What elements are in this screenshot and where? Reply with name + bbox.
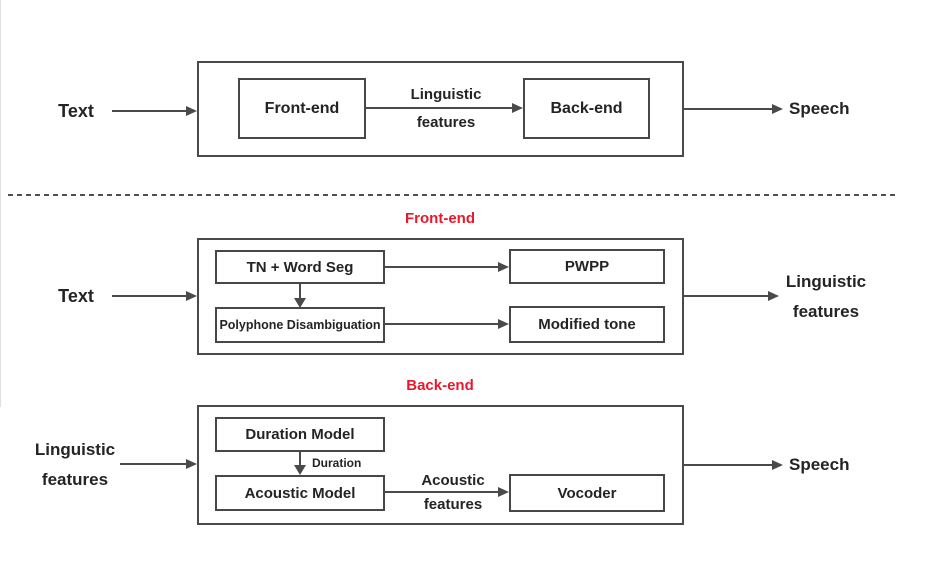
duration-model-box: Duration Model bbox=[215, 417, 385, 452]
arrowhead-tn-to-pwpp bbox=[498, 262, 509, 272]
arrow-text-to-overview bbox=[112, 110, 189, 112]
polyphone-disambiguation-label: Polyphone Disambiguation bbox=[219, 318, 381, 332]
arrowhead-acoustic-model-to-vocoder bbox=[498, 487, 509, 497]
vocoder-label: Vocoder bbox=[557, 484, 617, 502]
frontend-output-label-line1: Linguistic bbox=[785, 272, 867, 291]
arrowhead-overview-to-speech bbox=[772, 104, 783, 114]
section-divider-dotted-line bbox=[8, 194, 896, 196]
overview-frontend-box: Front-end bbox=[238, 78, 366, 139]
arrow-text-to-frontend bbox=[112, 295, 189, 297]
polyphone-disambiguation-box: Polyphone Disambiguation bbox=[215, 307, 385, 343]
arrow-frontend-to-backend bbox=[366, 107, 512, 109]
acoustic-features-label-line2: features bbox=[423, 496, 483, 513]
frontend-output-label-line2: features bbox=[792, 302, 860, 321]
arrow-tn-to-pwpp bbox=[385, 266, 498, 268]
backend-section-title: Back-end bbox=[406, 377, 474, 394]
acoustic-model-label: Acoustic Model bbox=[244, 484, 356, 502]
tn-word-seg-label: TN + Word Seg bbox=[246, 258, 354, 276]
overview-input-label: Text bbox=[58, 101, 94, 121]
arrow-backend-to-speech bbox=[684, 464, 772, 466]
overview-output-label: Speech bbox=[789, 99, 850, 118]
tn-word-seg-box: TN + Word Seg bbox=[215, 250, 385, 284]
arrowhead-frontend-to-backend bbox=[512, 103, 523, 113]
arrowhead-tn-to-polyphone bbox=[294, 298, 306, 308]
overview-backend-box: Back-end bbox=[523, 78, 650, 139]
arrowhead-text-to-frontend bbox=[186, 291, 197, 301]
arrow-overview-to-speech bbox=[684, 108, 772, 110]
overview-link-label-line1: Linguistic bbox=[410, 86, 482, 103]
pwpp-box: PWPP bbox=[509, 249, 665, 284]
arrow-polyphone-to-modified-tone bbox=[385, 323, 498, 325]
arrowhead-features-to-backend bbox=[186, 459, 197, 469]
arrowhead-duration-model-to-acoustic-model bbox=[294, 465, 306, 475]
vocoder-box: Vocoder bbox=[509, 474, 665, 512]
arrowhead-text-to-overview bbox=[186, 106, 197, 116]
acoustic-features-label-line1: Acoustic bbox=[421, 472, 485, 489]
duration-model-label: Duration Model bbox=[245, 426, 355, 443]
arrow-frontend-to-output bbox=[684, 295, 768, 297]
backend-output-label: Speech bbox=[789, 455, 850, 474]
frontend-container-box bbox=[197, 238, 684, 355]
overview-link-label-line2: features bbox=[416, 114, 476, 131]
overview-frontend-label: Front-end bbox=[264, 99, 340, 117]
backend-container-box bbox=[197, 405, 684, 525]
arrow-duration-model-to-acoustic-model bbox=[299, 452, 301, 466]
page-edge-line bbox=[0, 0, 1, 407]
duration-arrow-label: Duration bbox=[312, 456, 362, 470]
arrowhead-backend-to-speech bbox=[772, 460, 783, 470]
overview-backend-label: Back-end bbox=[550, 99, 623, 117]
pwpp-label: PWPP bbox=[564, 258, 610, 275]
arrow-tn-to-polyphone bbox=[299, 284, 301, 299]
arrow-acoustic-model-to-vocoder bbox=[385, 491, 498, 493]
frontend-section-title: Front-end bbox=[405, 210, 475, 227]
arrow-features-to-backend bbox=[120, 463, 186, 465]
arrowhead-frontend-to-output bbox=[768, 291, 779, 301]
arrowhead-polyphone-to-modified-tone bbox=[498, 319, 509, 329]
modified-tone-box: Modified tone bbox=[509, 306, 665, 343]
backend-input-label-line2: features bbox=[41, 470, 109, 489]
acoustic-model-box: Acoustic Model bbox=[215, 475, 385, 511]
modified-tone-label: Modified tone bbox=[538, 316, 636, 333]
overview-container-box bbox=[197, 61, 684, 157]
backend-input-label-line1: Linguistic bbox=[34, 440, 116, 459]
frontend-input-label: Text bbox=[58, 286, 94, 306]
